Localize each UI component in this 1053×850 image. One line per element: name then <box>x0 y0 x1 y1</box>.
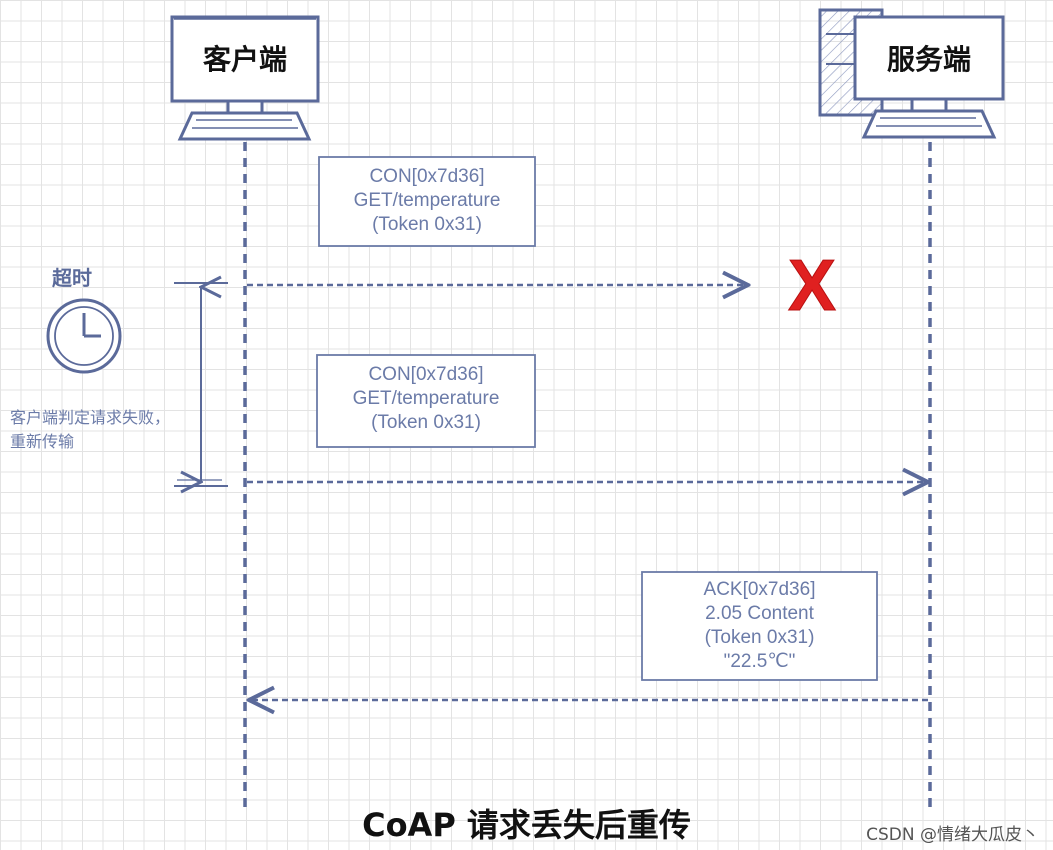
message-box-3 <box>641 571 878 681</box>
message-box-1 <box>318 156 536 247</box>
server-label: 服务端 <box>886 43 971 76</box>
message-2-line-1: CON[0x7d36] <box>368 364 484 385</box>
diagram-caption: CoAP 请求丢失后重传 <box>362 806 691 844</box>
client-computer-icon <box>170 15 320 141</box>
message-2-line-3: (Token 0x31) <box>371 412 481 433</box>
server-computer-icon <box>818 8 1005 139</box>
lost-cross-icon: X <box>788 246 836 326</box>
timeout-label: 超时 <box>52 266 92 290</box>
message-3-line-3: (Token 0x31) <box>704 627 815 648</box>
message-2-line-2: GET/temperature <box>352 388 500 409</box>
message-1-line-3: (Token 0x31) <box>372 214 482 235</box>
message-3-line-4: "22.5℃" <box>723 651 796 672</box>
csdn-watermark: CSDN @情绪大瓜皮丶 <box>866 825 1039 845</box>
client-failure-note: 客户端判定请求失败，重新传输 <box>10 408 171 451</box>
timeout-bracket <box>174 283 228 486</box>
message-1-text: CON[0x7d36] GET/temperature (Token 0x31) <box>319 165 535 237</box>
clock-icon <box>46 298 122 374</box>
message-3-line-1: ACK[0x7d36] <box>703 579 816 600</box>
message-3-text: ACK[0x7d36] 2.05 Content (Token 0x31) "2… <box>642 578 877 674</box>
message-1-line-1: CON[0x7d36] <box>369 166 485 187</box>
message-1-line-2: GET/temperature <box>353 190 501 211</box>
message-2-text: CON[0x7d36] GET/temperature (Token 0x31) <box>317 363 535 435</box>
message-box-2 <box>316 354 536 448</box>
client-label: 客户端 <box>202 43 287 76</box>
message-3-line-2: 2.05 Content <box>705 603 814 624</box>
